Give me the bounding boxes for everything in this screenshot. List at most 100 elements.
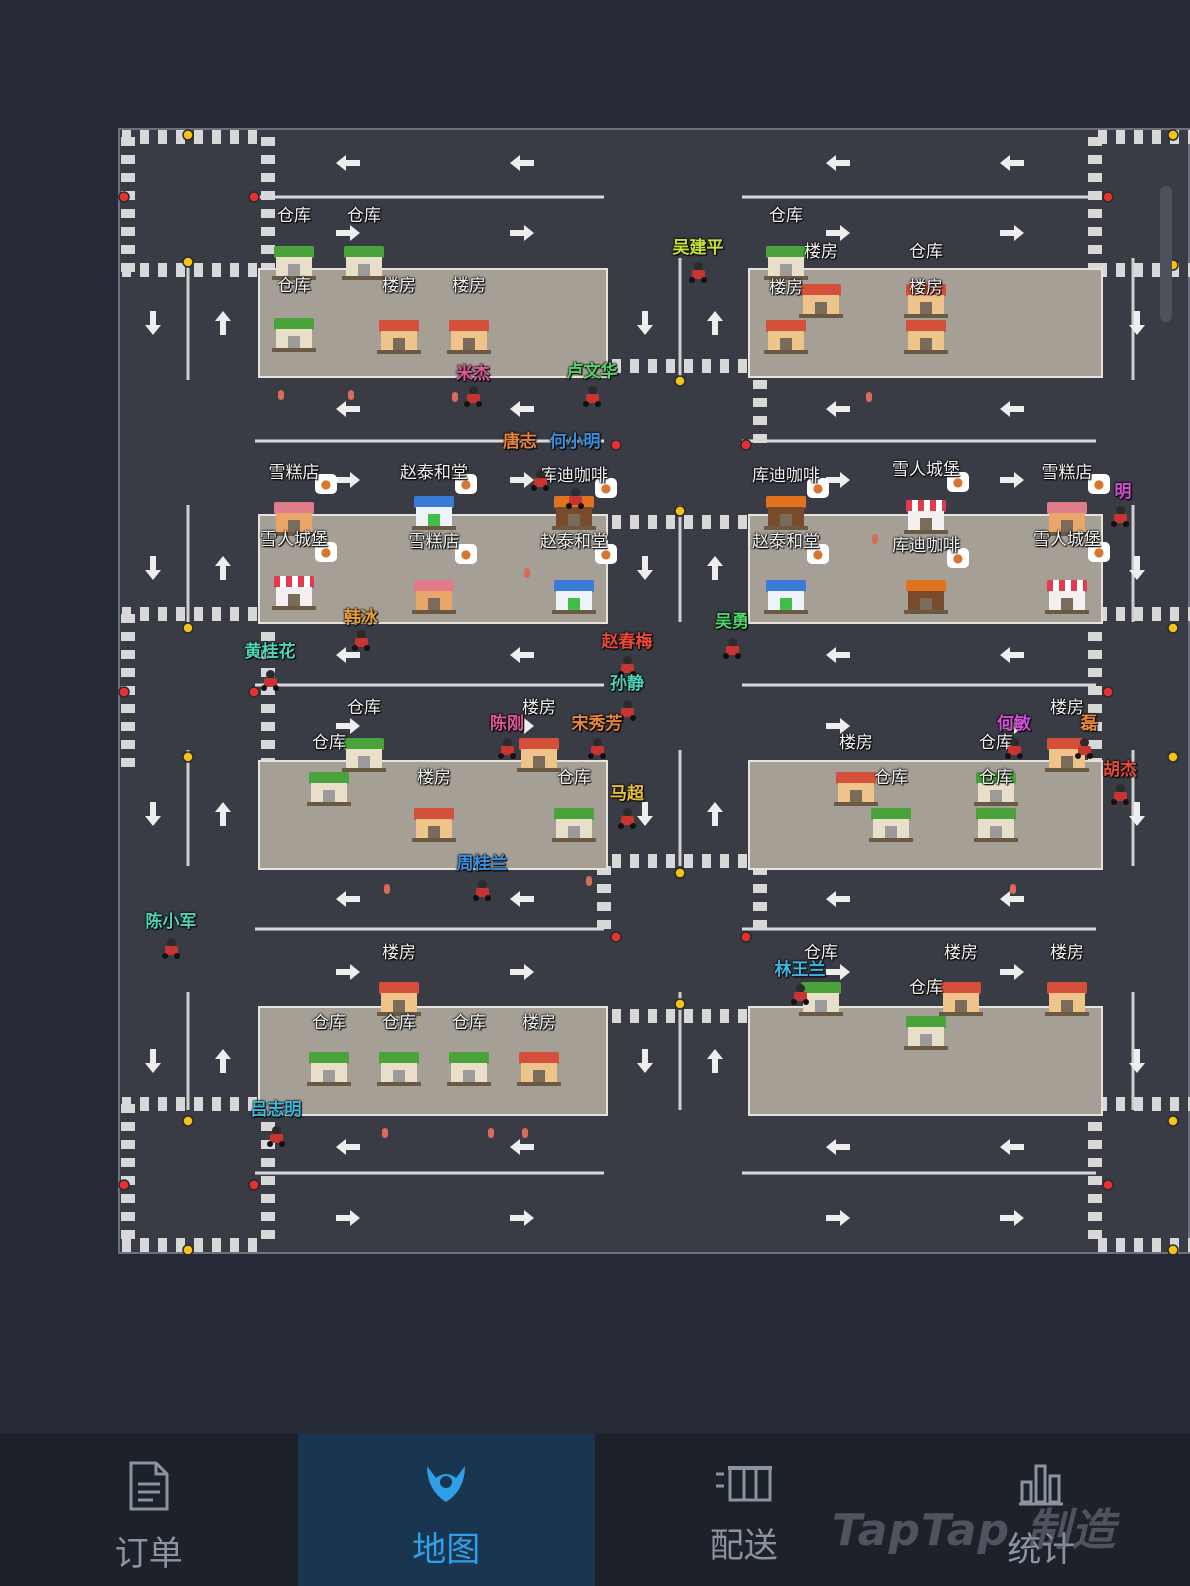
warehouse-building[interactable] <box>869 808 913 842</box>
direction-arrow-icon <box>637 311 653 335</box>
courier-rider-icon[interactable] <box>583 386 601 408</box>
courier-rider-icon[interactable] <box>464 386 482 408</box>
warehouse-building[interactable] <box>764 246 808 280</box>
warehouse-building[interactable] <box>377 1052 421 1086</box>
warehouse-building[interactable] <box>342 738 386 772</box>
crosswalk-stripe <box>212 1097 221 1111</box>
house-building[interactable] <box>377 982 421 1016</box>
ice-cream-shop-building[interactable] <box>1045 502 1089 536</box>
crosswalk-stripe <box>212 607 221 621</box>
warehouse-building[interactable] <box>552 808 596 842</box>
coffee-shop-building[interactable] <box>904 580 948 614</box>
crosswalk-stripe <box>648 854 657 868</box>
crosswalk-stripe <box>684 515 693 529</box>
coffee-shop-building[interactable] <box>552 496 596 530</box>
courier-rider-icon[interactable] <box>498 738 516 760</box>
tab-stats[interactable]: 统计 <box>893 1434 1190 1586</box>
direction-arrow-icon <box>826 155 850 171</box>
delivery-package-icon <box>715 1466 772 1502</box>
snowman-castle-building[interactable] <box>1045 580 1089 614</box>
warehouse-building[interactable] <box>447 1052 491 1086</box>
warehouse-building[interactable] <box>307 1052 351 1086</box>
order-bubble-icon[interactable]: ● <box>455 544 477 564</box>
courier-rider-icon[interactable] <box>162 938 180 960</box>
courier-rider-icon[interactable] <box>618 656 636 678</box>
courier-rider-icon[interactable] <box>352 630 370 652</box>
direction-arrow-icon <box>826 964 850 980</box>
courier-rider-icon[interactable] <box>618 808 636 830</box>
coffee-shop-building[interactable] <box>764 496 808 530</box>
city-map[interactable]: ●●●●●●●●●●●●仓库仓库仓库楼房楼房仓库楼房仓库楼房楼房雪糕店赵泰和堂库… <box>118 128 1190 1254</box>
map-scrollbar[interactable] <box>1160 186 1172 322</box>
pharmacy-building[interactable] <box>412 496 456 530</box>
tab-map-label: 地图 <box>412 1530 481 1570</box>
house-building[interactable] <box>799 284 843 318</box>
order-bubble-icon[interactable]: ● <box>315 474 337 494</box>
courier-rider-icon[interactable] <box>1005 738 1023 760</box>
house-building[interactable] <box>377 320 421 354</box>
courier-rider-icon[interactable] <box>1111 784 1129 806</box>
order-bubble-icon[interactable]: ● <box>807 478 829 498</box>
order-bubble-icon[interactable]: ● <box>1088 474 1110 494</box>
courier-rider-icon[interactable] <box>791 984 809 1006</box>
crosswalk-stripe <box>121 758 135 767</box>
order-bubble-icon[interactable]: ● <box>595 544 617 564</box>
pedestrian-icon <box>586 876 592 886</box>
yellow-signal-light <box>1167 129 1179 141</box>
ice-cream-shop-building[interactable] <box>272 502 316 536</box>
warehouse-building[interactable] <box>272 318 316 352</box>
ice-cream-shop-building[interactable] <box>412 580 456 614</box>
order-bubble-icon[interactable]: ● <box>947 472 969 492</box>
courier-rider-icon[interactable] <box>1075 738 1093 760</box>
tab-delivery[interactable]: 配送 <box>595 1434 893 1586</box>
crosswalk-stripe <box>666 854 675 868</box>
snowman-castle-building[interactable] <box>272 576 316 610</box>
place-label: 楼房 <box>522 698 556 718</box>
order-bubble-icon[interactable]: ● <box>595 478 617 498</box>
house-building[interactable] <box>447 320 491 354</box>
courier-rider-icon[interactable] <box>566 488 584 510</box>
crosswalk-stripe <box>176 1238 185 1252</box>
tab-orders[interactable]: 订单 <box>0 1434 298 1586</box>
house-building[interactable] <box>517 1052 561 1086</box>
pedestrian-icon <box>1010 884 1016 894</box>
order-bubble-icon[interactable]: ● <box>947 548 969 568</box>
tab-map[interactable]: 地图 <box>297 1434 595 1586</box>
warehouse-building[interactable] <box>799 982 843 1016</box>
courier-rider-icon[interactable] <box>588 738 606 760</box>
house-building[interactable] <box>834 772 878 806</box>
courier-rider-icon[interactable] <box>618 700 636 722</box>
courier-rider-icon[interactable] <box>1111 506 1129 528</box>
order-bubble-icon[interactable]: ● <box>315 542 337 562</box>
courier-rider-icon[interactable] <box>261 670 279 692</box>
pharmacy-building[interactable] <box>552 580 596 614</box>
house-building[interactable] <box>1045 982 1089 1016</box>
courier-rider-icon[interactable] <box>531 470 549 492</box>
warehouse-building[interactable] <box>974 808 1018 842</box>
courier-rider-icon[interactable] <box>267 1126 285 1148</box>
courier-rider-icon[interactable] <box>689 262 707 284</box>
warehouse-building[interactable] <box>904 1016 948 1050</box>
crosswalk-stripe <box>121 1140 135 1149</box>
order-bubble-icon[interactable]: ● <box>455 474 477 494</box>
house-building[interactable] <box>904 320 948 354</box>
house-building[interactable] <box>517 738 561 772</box>
house-building[interactable] <box>764 320 808 354</box>
direction-arrow-icon <box>707 1049 723 1073</box>
place-label: 楼房 <box>522 1013 556 1033</box>
place-label: 仓库 <box>347 206 381 226</box>
courier-rider-icon[interactable] <box>723 638 741 660</box>
warehouse-building[interactable] <box>272 246 316 280</box>
courier-rider-icon[interactable] <box>473 880 491 902</box>
house-building[interactable] <box>939 982 983 1016</box>
house-building[interactable] <box>412 808 456 842</box>
crosswalk-stripe <box>753 902 767 911</box>
warehouse-building[interactable] <box>974 772 1018 806</box>
warehouse-building[interactable] <box>342 246 386 280</box>
warehouse-building[interactable] <box>307 772 351 806</box>
snowman-castle-building[interactable] <box>904 500 948 534</box>
house-building[interactable] <box>904 284 948 318</box>
pharmacy-building[interactable] <box>764 580 808 614</box>
order-bubble-icon[interactable]: ● <box>1088 542 1110 562</box>
order-bubble-icon[interactable]: ● <box>807 544 829 564</box>
